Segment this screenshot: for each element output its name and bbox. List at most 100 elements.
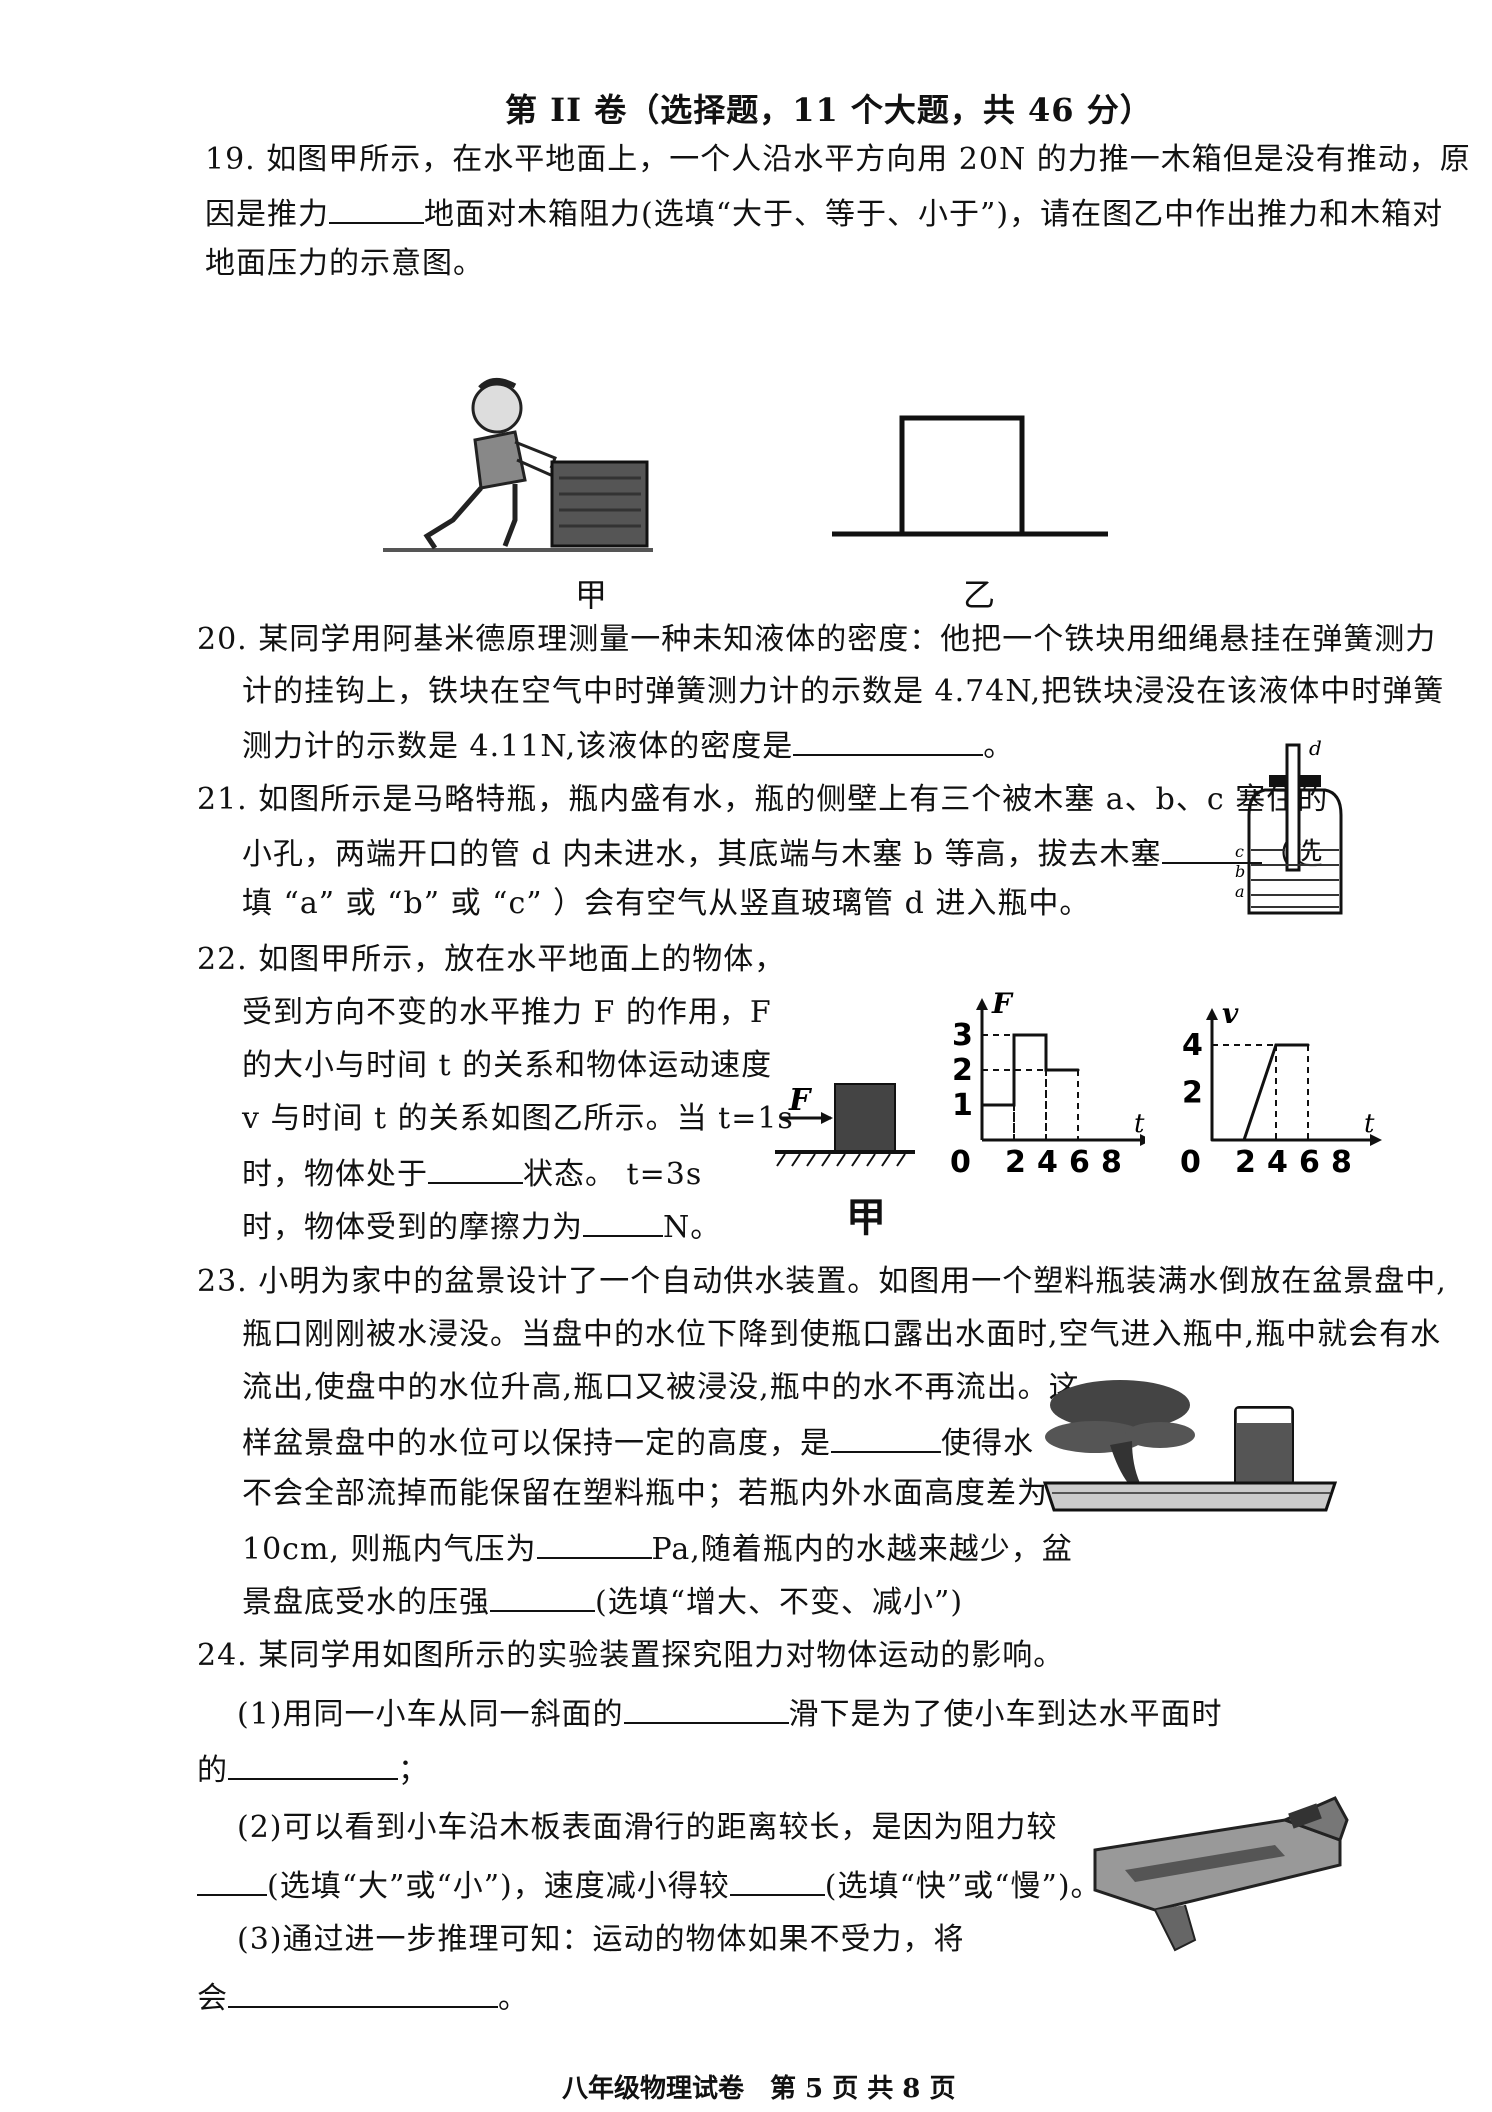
- q24-text: ；: [398, 1753, 429, 1788]
- q23-line3: 流出,使盘中的水位升高,瓶口又被浸没,瓶中的水不再流出。这: [242, 1370, 1080, 1405]
- answer-blank[interactable]: [623, 1692, 789, 1724]
- data-point: [1044, 1068, 1048, 1072]
- q23-text: 10cm, 则瓶内气压为: [242, 1532, 537, 1567]
- q24-text: (选填“快”或“慢”)。: [824, 1869, 1102, 1904]
- figure-label-yi: 乙: [963, 576, 996, 614]
- figure-label-jia: 甲: [575, 576, 608, 614]
- box-on-ground-figure: [832, 415, 1108, 537]
- q21-line1: 21. 如图所示是马略特瓶，瓶内盛有水，瓶的侧壁上有三个被木塞 a、b、c 塞住…: [197, 782, 1329, 817]
- bonsai-foliage: [1125, 1422, 1195, 1448]
- y-tick-label: 4: [1182, 1028, 1203, 1063]
- answer-blank[interactable]: [329, 192, 424, 224]
- person-body: [473, 430, 527, 490]
- answer-blank[interactable]: [228, 1748, 398, 1780]
- person-leg: [423, 486, 483, 550]
- page-footer: 八年级物理试卷 第 5 页 共 8 页: [562, 2074, 956, 2104]
- person-leg: [502, 484, 518, 547]
- q20-line2: 计的挂钩上，铁块在空气中时弹簧测力计的示数是 4.74N,把铁块浸没在该液体中时…: [242, 674, 1445, 709]
- data-point: [1242, 1138, 1246, 1142]
- q23-text: 使得水: [941, 1426, 1034, 1461]
- q24-text: (1)用同一小车从同一斜面的: [237, 1697, 624, 1732]
- person-head: [471, 382, 523, 434]
- q21-line2: 小孔，两端开口的管 d 内未进水，其底端与木塞 b 等高，拔去木塞（选: [242, 832, 1324, 875]
- q22-line4: v 与时间 t 的关系如图乙所示。当 t=1s: [242, 1101, 794, 1136]
- answer-blank[interactable]: [583, 1205, 663, 1237]
- answer-blank[interactable]: [228, 1976, 498, 2008]
- q24-text: 的: [197, 1753, 228, 1788]
- figure-label-jia: 甲: [846, 1195, 886, 1241]
- q23-text: 景盘底受水的压强: [242, 1585, 490, 1620]
- y-axis-arrowhead: [1206, 1008, 1218, 1020]
- data-line: [1212, 1043, 1308, 1142]
- q21-line3: 填 “a” 或 “b” 或 “c” ）会有空气从竖直玻璃管 d 进入瓶中。: [242, 886, 1091, 921]
- force-label: F: [788, 1083, 813, 1118]
- q22-line2: 受到方向不变的水平推力 F 的作用，F: [242, 995, 772, 1030]
- q23-line1: 23. 小明为家中的盆景设计了一个自动供水装置。如图用一个塑料瓶装满水倒放在盆景…: [197, 1264, 1447, 1299]
- ramp-cart-apparatus-figure: [1093, 1796, 1349, 1952]
- y-tick-label: 2: [1182, 1076, 1203, 1111]
- answer-blank[interactable]: [536, 1527, 652, 1559]
- answer-blank[interactable]: [428, 1152, 523, 1184]
- bottle-air-space: [1237, 1409, 1291, 1423]
- q22-text: 状态。 t=3s: [523, 1157, 703, 1192]
- tube-d: [1285, 743, 1301, 872]
- q24-line2: (1)用同一小车从同一斜面的 滑下是为了使小车到达水平面时: [237, 1692, 1223, 1735]
- q19-text: 因是推力: [205, 197, 329, 232]
- section-title: 第 II 卷（选择题，11 个大题，共 46 分）: [505, 91, 1153, 129]
- bonsai-foliage: [1050, 1380, 1190, 1430]
- person-pushing-box-figure: [383, 378, 653, 552]
- q19-text: 地面对木箱阻力(选填“大于、等于、小于”)，请在图乙中作出推力和木箱对: [424, 197, 1444, 232]
- data-point: [1210, 1138, 1214, 1142]
- q24-text: 会: [197, 1981, 228, 2016]
- q20-line1: 20. 某同学用阿基米德原理测量一种未知液体的密度：他把一个铁块用细绳悬挂在弹簧…: [197, 622, 1437, 657]
- data-point: [980, 1103, 984, 1107]
- mariotte-bottle-figure: d c b a: [1235, 736, 1343, 915]
- q24-line1: 24. 某同学用如图所示的实验装置探究阻力对物体运动的影响。: [197, 1638, 1065, 1673]
- label-b: b: [1235, 862, 1245, 881]
- data-point: [1274, 1043, 1278, 1047]
- bonsai-trunk: [1110, 1441, 1140, 1483]
- answer-blank[interactable]: [197, 1864, 267, 1896]
- q24-line5: (选填“大”或“小”)，速度减小得较 (选填“快”或“慢”)。: [197, 1864, 1102, 1907]
- q22-line3: 的大小与时间 t 的关系和物体运动速度: [242, 1048, 773, 1083]
- q23-text: 样盆景盘中的水位可以保持一定的高度，是: [242, 1426, 831, 1461]
- q24-text: 。: [498, 1981, 529, 2016]
- data-point: [1044, 1033, 1048, 1037]
- q22-line5: 时，物体处于状态。 t=3s: [242, 1152, 702, 1195]
- x-tick-label: 8: [1331, 1145, 1352, 1180]
- answer-blank[interactable]: [831, 1421, 941, 1453]
- q19-line1: 19. 如图甲所示，在水平地面上，一个人沿水平方向用 20N 的力推一木箱但是没…: [205, 142, 1471, 177]
- q20-line3: 测力计的示数是 4.11N,该液体的密度是。: [242, 724, 1014, 767]
- q23-line2: 瓶口刚刚被水浸没。当盘中的水位下降到使瓶口露出水面时,空气进入瓶中,瓶中就会有水: [242, 1317, 1442, 1352]
- data-line: [982, 1033, 1078, 1107]
- ground-line: [383, 548, 653, 552]
- data-point: [1076, 1068, 1080, 1072]
- answer-blank[interactable]: [1161, 832, 1262, 864]
- x-tick-label: 0: [950, 1145, 971, 1180]
- block-push-figure: F: [775, 1083, 915, 1167]
- q20-text: 测力计的示数是 4.11N,该液体的密度是: [242, 729, 794, 764]
- q24-line7: 会。: [197, 1976, 529, 2019]
- y-tick-label: 3: [952, 1018, 973, 1053]
- q24-line4: (2)可以看到小车沿木板表面滑行的距离较长，是因为阻力较: [237, 1810, 1058, 1845]
- x-axis-label: t: [1364, 1109, 1375, 1139]
- q23-line7: 景盘底受水的压强(选填“增大、不变、减小”): [242, 1580, 963, 1623]
- q24-text: (选填“大”或“小”)，速度减小得较: [267, 1869, 730, 1904]
- y-axis-label: F: [991, 987, 1014, 1020]
- answer-blank[interactable]: [729, 1864, 825, 1896]
- x-tick-label: 8: [1101, 1145, 1122, 1180]
- x-tick-label: 2: [1005, 1145, 1026, 1180]
- label-c: c: [1235, 842, 1244, 861]
- answer-blank[interactable]: [490, 1580, 595, 1612]
- x-tick-label: 6: [1069, 1145, 1090, 1180]
- y-axis-label: v: [1222, 997, 1239, 1030]
- q19-line2: 因是推力 地面对木箱阻力(选填“大于、等于、小于”)，请在图乙中作出推力和木箱对: [205, 192, 1443, 235]
- q24-text: 滑下是为了使小车到达水平面时: [788, 1697, 1223, 1732]
- answer-blank[interactable]: [793, 724, 984, 756]
- q22-line1: 22. 如图甲所示，放在水平地面上的物体，: [197, 942, 786, 977]
- y-tick-label: 1: [952, 1088, 973, 1123]
